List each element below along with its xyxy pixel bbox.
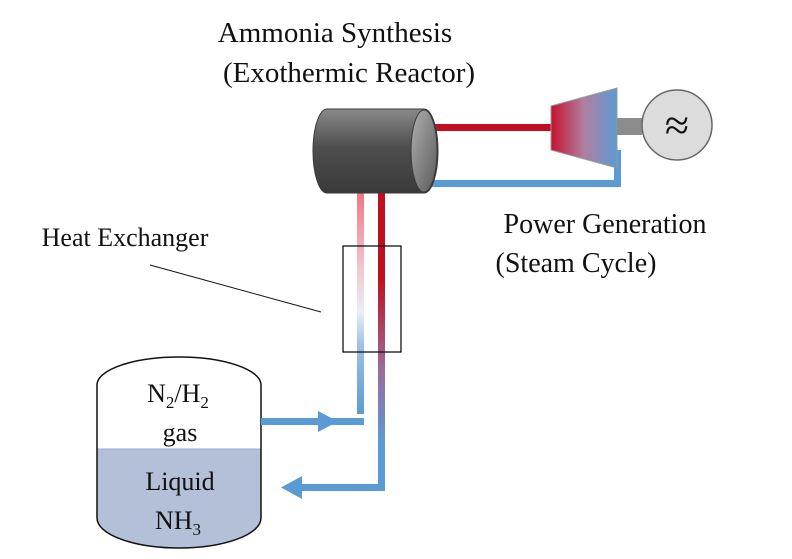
heat-exchanger-label: Heat Exchanger (42, 223, 209, 252)
feed-pipe-upper (357, 188, 364, 414)
heat-exchanger-box (342, 245, 402, 353)
heat-exchanger-leader-line (149, 264, 322, 313)
reactor-title-line1: Ammonia Synthesis (218, 17, 452, 49)
hot-steam-pipe (428, 124, 554, 131)
product-pipe (378, 188, 385, 490)
turbine-shaft (617, 118, 642, 135)
reactor-vessel (312, 108, 439, 194)
steam-turbine (550, 87, 618, 169)
power-label-line2: (Steam Cycle) (496, 248, 657, 279)
liquid-word-label: Liquid (145, 467, 214, 496)
power-label-line1: Power Generation (504, 209, 707, 240)
feed-pipe-horizontal (261, 418, 364, 425)
reactor-title-line2: (Exothermic Reactor) (223, 57, 475, 89)
storage-tank (96, 356, 262, 549)
cold-return-pipe-horizontal (428, 180, 621, 187)
liquid-formula-label: NH3 (155, 506, 201, 539)
gas-word-label: gas (163, 418, 198, 447)
gas-formula-label: N2/H2 (147, 379, 209, 412)
generator-symbol-icon: ≈ (665, 101, 689, 150)
generator-circle (641, 89, 713, 161)
product-pipe-horizontal (293, 484, 385, 491)
tank-liquid-fill (97, 449, 261, 548)
feed-arrow-icon (318, 411, 338, 432)
tank-outline (96, 356, 262, 549)
product-arrow-icon (281, 476, 302, 499)
